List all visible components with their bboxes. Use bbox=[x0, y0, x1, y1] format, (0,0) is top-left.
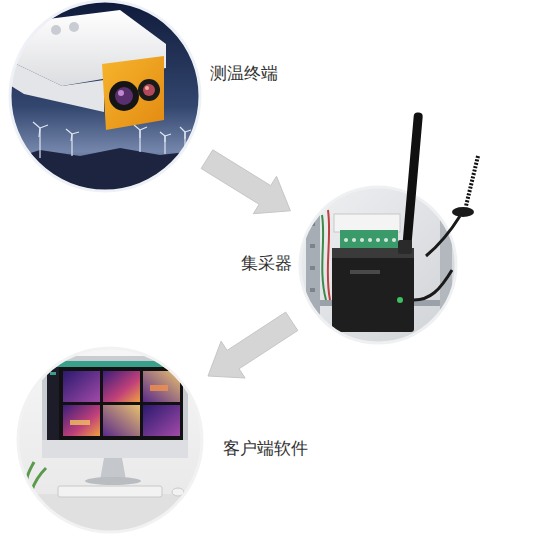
collector-photo bbox=[310, 266, 315, 270]
collector-photo bbox=[328, 210, 330, 300]
thermal-thumbnail bbox=[63, 405, 100, 436]
collector-photo bbox=[376, 238, 380, 242]
node-label: 集采器 bbox=[241, 252, 292, 274]
collector-photo bbox=[368, 238, 372, 242]
camera-photo bbox=[8, 148, 204, 194]
node-label: 客户端软件 bbox=[223, 437, 308, 459]
antenna bbox=[402, 112, 423, 252]
camera-photo bbox=[118, 90, 124, 96]
spring-antenna bbox=[466, 156, 478, 206]
monitor-stand bbox=[100, 458, 126, 480]
keyboard bbox=[58, 486, 162, 497]
screen bbox=[47, 361, 183, 440]
wind-turbines bbox=[134, 125, 147, 138]
illustration bbox=[398, 240, 412, 254]
collector-photo bbox=[334, 214, 400, 232]
thermal-thumbnail bbox=[143, 405, 180, 436]
collector-photo bbox=[352, 238, 356, 242]
photo-circle: 测温终端 bbox=[10, 1, 200, 191]
photo-circle: 客户端软件 bbox=[18, 348, 202, 532]
camera-front bbox=[102, 56, 164, 130]
software-photo bbox=[150, 385, 168, 391]
collector-photo bbox=[397, 297, 403, 303]
collector-photo bbox=[360, 238, 364, 242]
lens bbox=[109, 81, 139, 111]
monitor bbox=[42, 356, 188, 458]
software-photo bbox=[16, 346, 206, 536]
illustration bbox=[426, 216, 460, 256]
collector-photo bbox=[392, 238, 396, 242]
flow-arrow bbox=[201, 150, 290, 214]
thermal-thumbnail bbox=[103, 371, 140, 402]
software-photo bbox=[70, 420, 90, 425]
software-photo bbox=[47, 367, 59, 440]
flow-arrow bbox=[208, 312, 298, 378]
camera-photo bbox=[145, 86, 149, 90]
lens bbox=[138, 79, 160, 101]
software-photo bbox=[16, 346, 206, 536]
camera-photo bbox=[8, 0, 204, 194]
software-photo bbox=[50, 372, 56, 375]
collector-device bbox=[332, 248, 414, 332]
rack-rail bbox=[440, 185, 452, 345]
thermal-thumbnail bbox=[103, 405, 140, 436]
wind-turbines bbox=[160, 132, 171, 142]
collector-photo bbox=[310, 200, 315, 314]
collector-photo bbox=[350, 270, 380, 274]
wind-turbines bbox=[66, 129, 79, 141]
circle-rim bbox=[300, 187, 456, 343]
software-photo bbox=[85, 477, 141, 485]
software-photo bbox=[42, 440, 188, 458]
collector-photo bbox=[310, 288, 315, 292]
collector-photo bbox=[344, 238, 396, 242]
collector-photo bbox=[322, 215, 326, 300]
camera-body bbox=[8, 60, 104, 112]
camera-photo bbox=[8, 0, 204, 194]
collector-photo bbox=[310, 200, 315, 204]
collector-photo bbox=[384, 238, 388, 242]
camera-photo bbox=[51, 25, 61, 35]
collector-photo bbox=[414, 270, 452, 300]
circle-rim bbox=[18, 348, 202, 532]
thermal-thumbnail bbox=[63, 371, 100, 402]
collector-photo bbox=[310, 244, 315, 248]
photo-circle: 集采器 bbox=[300, 187, 456, 343]
illustration bbox=[452, 207, 474, 217]
wind-turbines bbox=[33, 122, 48, 137]
collector-photo bbox=[298, 185, 458, 345]
collector-photo bbox=[298, 185, 458, 345]
camera-photo bbox=[69, 22, 79, 32]
circle-rim bbox=[10, 1, 200, 191]
camera-photo bbox=[143, 84, 155, 96]
collector-photo bbox=[344, 238, 348, 242]
terminal-block bbox=[340, 230, 398, 250]
camera-photo bbox=[115, 87, 133, 105]
rack-rail bbox=[306, 185, 320, 345]
node-label: 测温终端 bbox=[210, 62, 278, 84]
